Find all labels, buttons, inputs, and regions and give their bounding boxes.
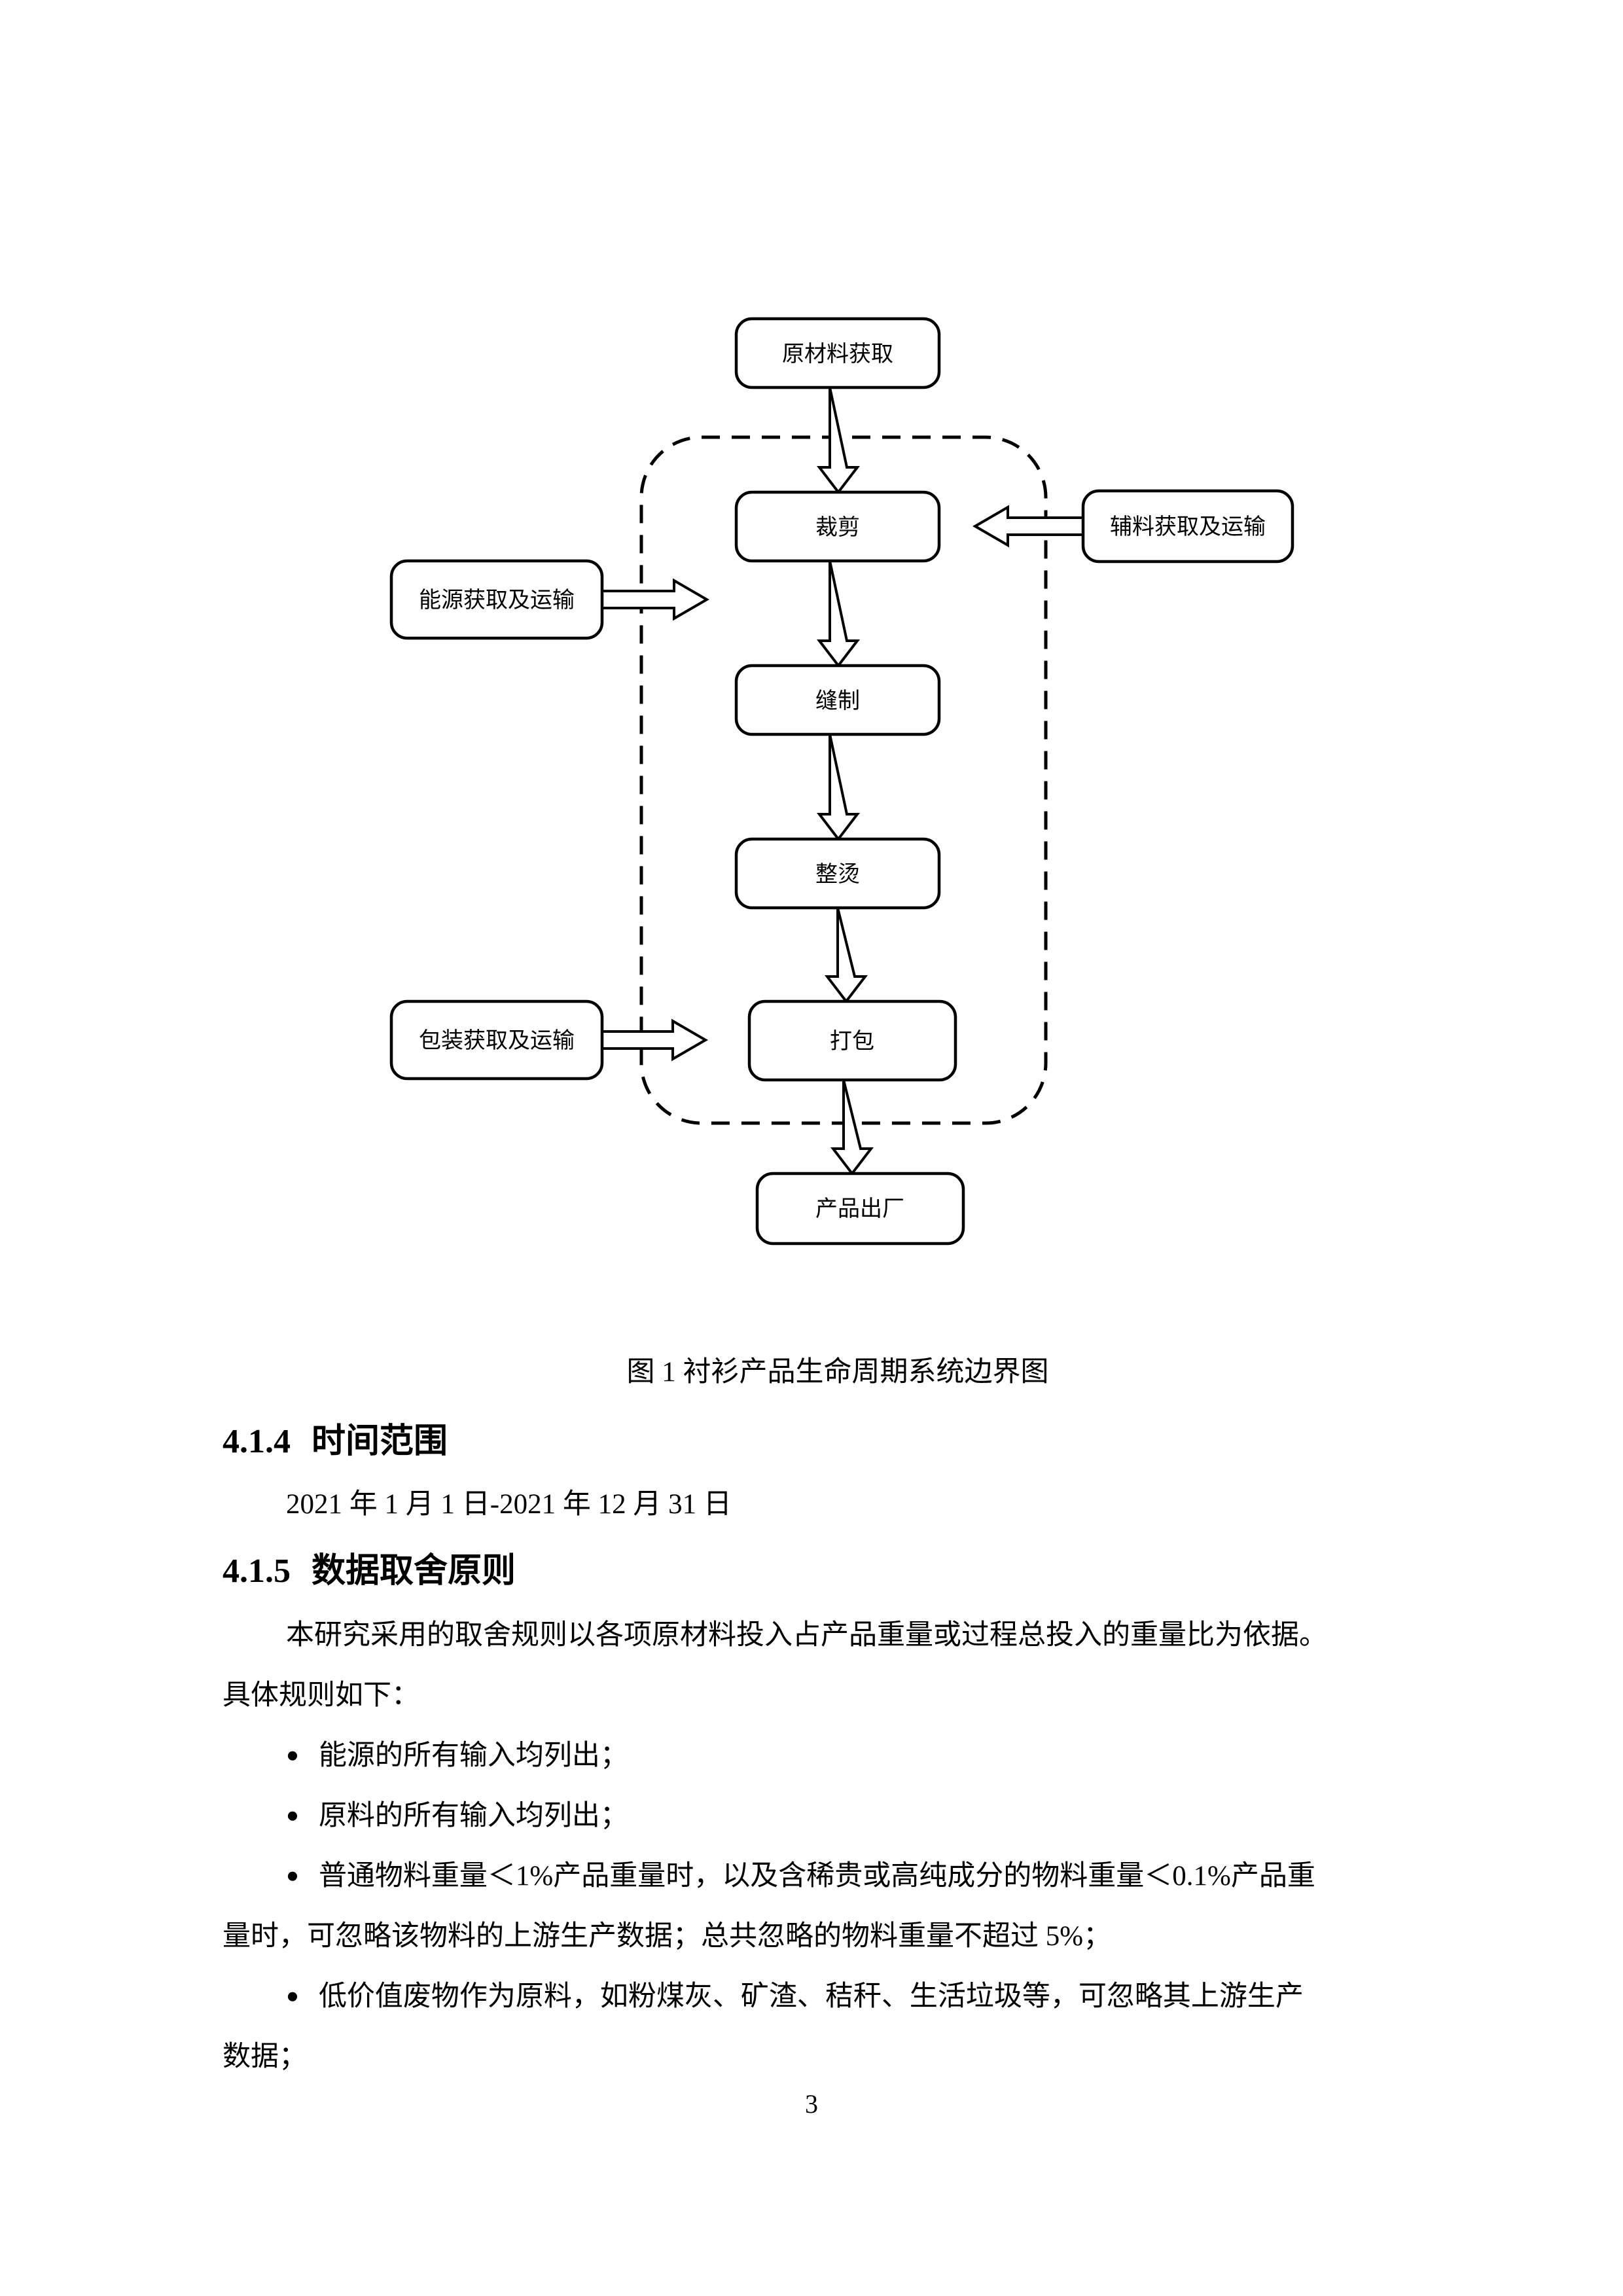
arrow-energy-input	[601, 578, 709, 621]
bullet-icon: ●	[286, 1744, 299, 1767]
node-auxiliary-label: 辅料获取及运输	[1110, 514, 1266, 539]
arrow-packaging-input	[601, 1018, 708, 1062]
arrow-auxiliary-input	[972, 505, 1084, 548]
list-item: ● 原料的所有输入均列出；	[286, 1799, 628, 1834]
section-heading-4-1-5: 4.1.5 数据取舍原则	[223, 1550, 516, 1592]
node-shipping-box	[755, 1172, 965, 1246]
intro-paragraph-line-2: 具体规则如下：	[223, 1680, 419, 1711]
section-title: 时间范围	[312, 1422, 448, 1460]
list-item: ● 低价值废物作为原料，如粉煤灰、矿渣、秸秆、生活垃圾等，可忽略其上游生产	[286, 1979, 1304, 2015]
arrow-cutting-to-sewing	[816, 560, 861, 668]
page-number: 3	[805, 2089, 818, 2119]
time-scope-text: 2021 年 1 月 1 日-2021 年 12 月 31 日	[286, 1489, 732, 1520]
intro-paragraph-line-1: 本研究采用的取舍规则以各项原材料投入占产品重量或过程总投入的重量比为依据。	[286, 1620, 1327, 1651]
arrow-packing-to-shipping	[830, 1079, 874, 1176]
arrow-sewing-to-ironing	[816, 734, 861, 842]
list-item-continuation: 量时，可忽略该物料的上游生产数据；总共忽略的物料重量不超过 5%；	[223, 1921, 1112, 1952]
section-number: 4.1.4	[223, 1423, 291, 1460]
node-sewing-label: 缝制	[815, 689, 860, 713]
node-energy-box	[389, 559, 604, 640]
list-item-text: 能源的所有输入均列出；	[318, 1740, 628, 1771]
lifecycle-boundary-diagram: 原材料获取 裁剪 缝制 整烫 打包 产品出厂 能源获取及运输 辅料获取及运输 包…	[389, 317, 1294, 1246]
list-item: ● 能源的所有输入均列出；	[286, 1738, 628, 1774]
list-item-continuation: 数据；	[223, 2041, 307, 2072]
list-item-text: 原料的所有输入均列出；	[318, 1801, 628, 1831]
node-energy-label: 能源获取及运输	[419, 588, 575, 613]
list-item-text: 普通物料重量＜1%产品重量时，以及含稀贵或高纯成分的物料重量＜0.1%产品重	[318, 1861, 1315, 1892]
bullet-icon: ●	[286, 1864, 299, 1888]
node-packaging-box	[389, 999, 604, 1081]
list-item-text: 低价值废物作为原料，如粉煤灰、矿渣、秸秆、生活垃圾等，可忽略其上游生产	[318, 1981, 1304, 2012]
node-shipping-label: 产品出厂	[815, 1196, 904, 1221]
bullet-icon: ●	[286, 1804, 299, 1827]
arrow-raw-to-cutting	[816, 387, 861, 495]
bullet-icon: ●	[286, 1984, 299, 2008]
node-ironing-label: 整烫	[815, 862, 860, 887]
node-packing-box	[747, 999, 957, 1082]
arrow-ironing-to-packing	[824, 907, 868, 1004]
node-packaging-label: 包装获取及运输	[419, 1028, 575, 1053]
section-title: 数据取舍原则	[312, 1552, 516, 1590]
section-number: 4.1.5	[223, 1552, 291, 1590]
node-cutting-box	[734, 490, 941, 563]
node-cutting-label: 裁剪	[815, 515, 860, 540]
section-heading-4-1-4: 4.1.4 时间范围	[223, 1420, 448, 1463]
node-raw-material-box	[734, 317, 941, 389]
node-packing-label: 打包	[830, 1029, 874, 1054]
figure-caption: 图 1 衬衫产品生命周期系统边界图	[626, 1357, 1049, 1388]
node-auxiliary-box	[1081, 489, 1294, 564]
node-sewing-box	[734, 664, 941, 736]
node-raw-material-label: 原材料获取	[782, 342, 893, 367]
list-item: ● 普通物料重量＜1%产品重量时，以及含稀贵或高纯成分的物料重量＜0.1%产品重	[286, 1859, 1315, 1894]
node-ironing-box	[734, 837, 941, 910]
